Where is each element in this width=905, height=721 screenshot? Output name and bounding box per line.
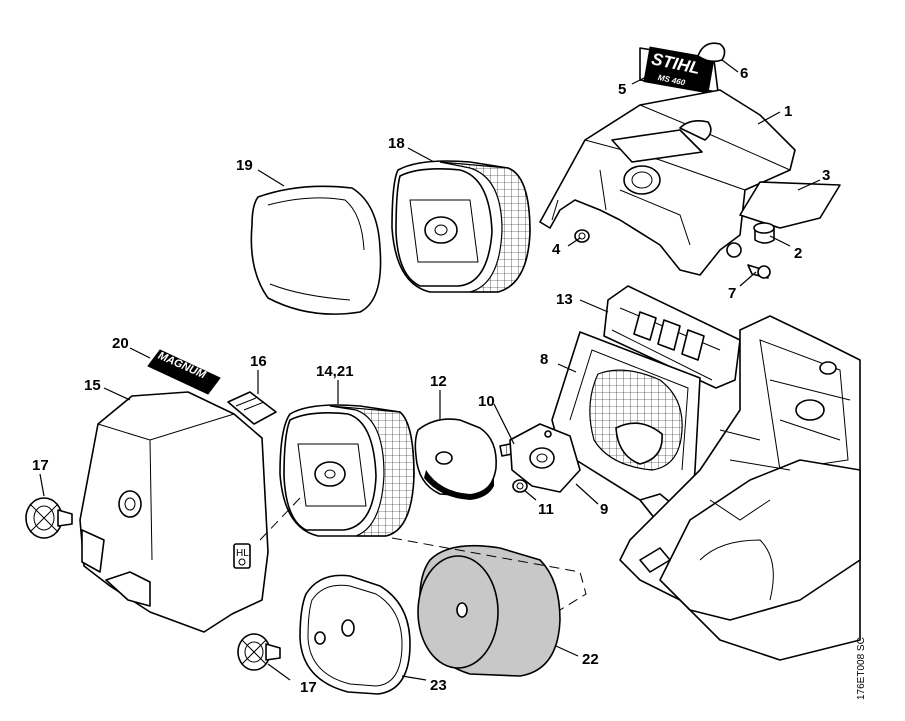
small-bracket — [227, 391, 277, 425]
callout-11: 11 — [538, 501, 554, 518]
callout-1: 1 — [784, 103, 792, 120]
callout-7: 7 — [728, 285, 736, 302]
callout-8: 8 — [540, 351, 548, 368]
callout-23: 23 — [430, 677, 447, 694]
callout-4: 4 — [552, 241, 561, 258]
filter-cover: HL — [79, 391, 269, 633]
label-plate-magnum: MAGNUM — [147, 349, 221, 395]
callout-13: 13 — [556, 291, 573, 308]
deflector-plate — [739, 181, 841, 229]
callouts: 1 2 3 4 5 6 7 8 9 10 11 12 13 14,21 15 1… — [32, 65, 830, 696]
nut-11 — [512, 479, 528, 493]
callout-17-lower: 17 — [300, 679, 317, 696]
callout-12: 12 — [430, 373, 447, 390]
knob-lower — [237, 633, 281, 671]
callout-14-21: 14,21 — [316, 363, 354, 380]
callout-6: 6 — [740, 65, 748, 82]
shroud — [539, 89, 796, 276]
assembly-line — [391, 537, 587, 611]
chainsaw-housing — [619, 315, 861, 661]
callout-20: 20 — [112, 335, 129, 352]
callout-2: 2 — [794, 245, 802, 262]
callout-22: 22 — [582, 651, 599, 668]
callout-10: 10 — [478, 393, 495, 410]
filter-base — [551, 331, 701, 529]
callout-19: 19 — [236, 157, 253, 174]
filter-14-21 — [279, 404, 415, 537]
label-plate-stihl: STIHL MS 460 — [639, 46, 719, 94]
drawing-code: 176ET008 SC — [856, 637, 867, 700]
callout-17-upper: 17 — [32, 457, 49, 474]
callout-18: 18 — [388, 135, 405, 152]
sleeve — [753, 222, 775, 244]
prefilter — [414, 418, 497, 500]
foam-filter — [417, 544, 561, 677]
filter-plate — [299, 574, 411, 695]
bracket — [509, 423, 581, 493]
callout-9: 9 — [600, 501, 608, 518]
baffle — [603, 285, 741, 389]
callout-3: 3 — [822, 167, 830, 184]
callout-5: 5 — [618, 81, 626, 98]
leader-lines — [39, 59, 821, 681]
screw-7 — [747, 264, 771, 279]
filter-band — [250, 185, 382, 315]
rubber-plug — [697, 42, 726, 63]
callout-16: 16 — [250, 353, 267, 370]
filter-18 — [391, 160, 531, 293]
hl-text: HL — [236, 548, 249, 559]
callout-15: 15 — [84, 377, 101, 394]
knob-upper — [25, 497, 73, 539]
assembly-line-2 — [259, 497, 301, 541]
